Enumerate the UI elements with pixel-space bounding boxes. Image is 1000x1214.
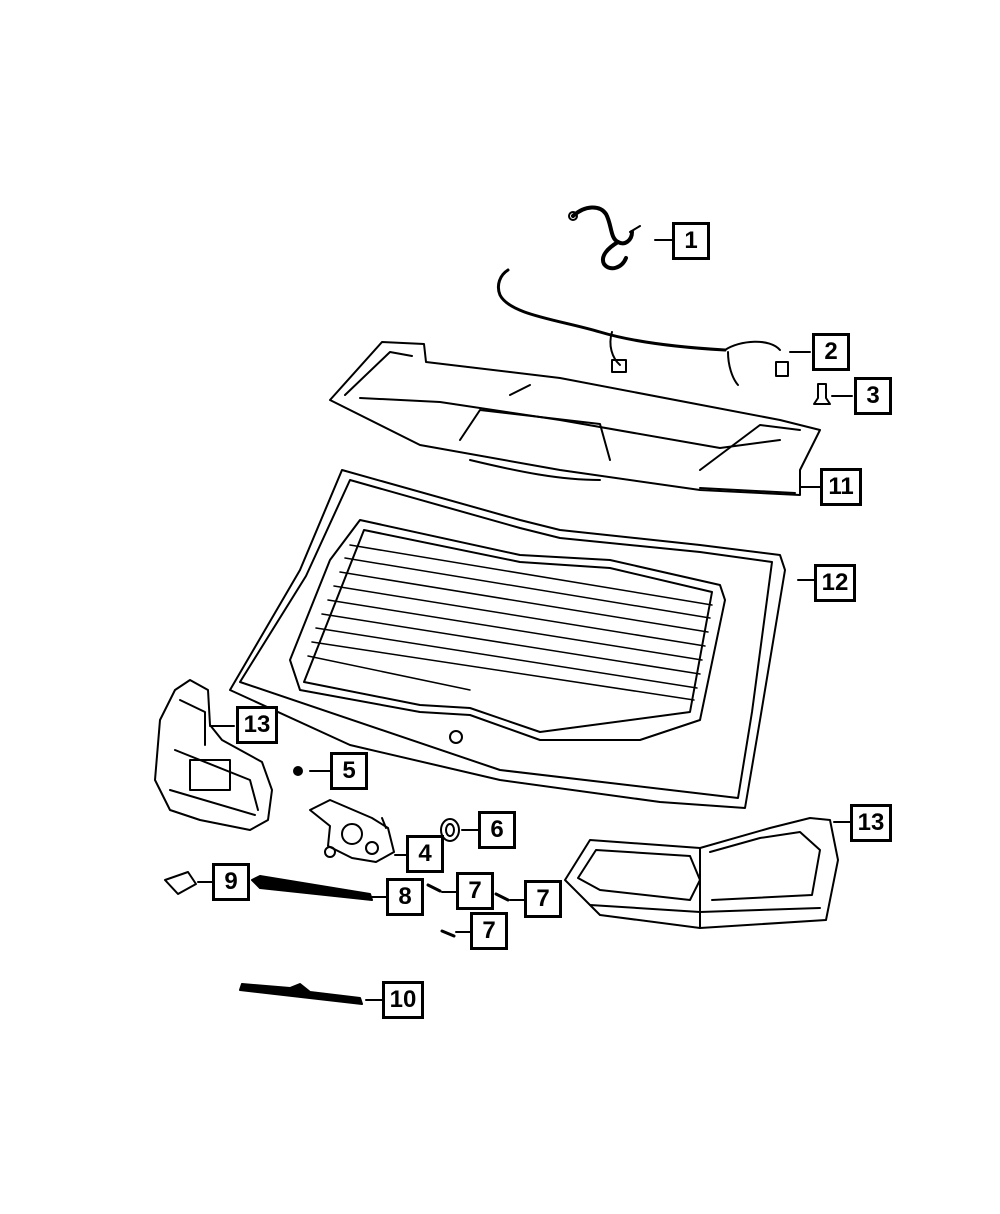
washer-hose-part-1: [568, 205, 673, 271]
callout-2: 2: [812, 333, 850, 371]
callout-1: 1: [672, 222, 710, 260]
wiper-arm-part-8: [251, 875, 387, 901]
tail-lamp-left-part-13: [154, 679, 273, 831]
callout-6: 6: [478, 811, 516, 849]
rear-glass-part-12: [229, 469, 819, 809]
callout-5: 5: [330, 752, 368, 790]
nut-part-5: [293, 766, 331, 776]
callout-7-b: 7: [524, 880, 562, 918]
screws-part-7: [426, 883, 525, 938]
grommet-part-6: [440, 818, 479, 842]
wiper-motor-part-4: [309, 799, 409, 863]
callout-3: 3: [854, 377, 892, 415]
wiper-cap-part-9: [164, 871, 213, 895]
wiring-harness-part-2: [496, 268, 811, 386]
callout-12: 12: [814, 564, 856, 602]
callout-9: 9: [212, 863, 250, 901]
callout-7-c: 7: [470, 912, 508, 950]
callout-7-a: 7: [456, 872, 494, 910]
spoiler-part-11: [329, 341, 821, 496]
clip-part-3: [813, 383, 853, 405]
callout-13-right: 13: [850, 804, 892, 842]
callout-4: 4: [406, 835, 444, 873]
callout-13-left: 13: [236, 706, 278, 744]
wiper-blade-part-10: [239, 983, 383, 1005]
callout-8: 8: [386, 878, 424, 916]
callout-11: 11: [820, 468, 862, 506]
callout-10: 10: [382, 981, 424, 1019]
tail-lamp-right-part-13: [564, 817, 853, 929]
